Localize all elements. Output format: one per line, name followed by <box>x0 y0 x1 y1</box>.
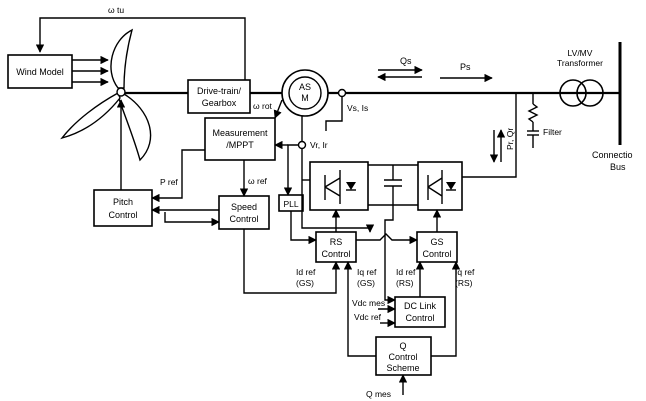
id-ref-rs-label-2: (RS) <box>396 278 414 288</box>
p-ref-label: P ref <box>160 177 178 187</box>
gs-control-label-1: GS <box>430 237 443 247</box>
pll-block: PLL <box>278 194 304 212</box>
id-ref-gs-label-1: Id ref <box>296 267 316 277</box>
q-to-gs-iq <box>431 261 461 357</box>
dc-link-capacitor <box>368 164 418 206</box>
vdc-ref-label: Vdc ref <box>354 312 382 322</box>
drivetrain-label-1: Drive-train/ <box>197 86 242 96</box>
measurement-label-2: /MPPT <box>226 140 254 150</box>
rs-to-gs-link <box>356 233 418 245</box>
pll-to-rs <box>290 211 317 245</box>
vs-is-label: Vs, Is <box>347 103 368 113</box>
wind-model-label: Wind Model <box>16 67 64 77</box>
omega-rot-to-measurement <box>273 99 283 119</box>
pitch-control-block: Pitch Control <box>93 189 153 227</box>
iq-ref-gs-label-1: Iq ref <box>357 267 377 277</box>
omega-tu-label: ω tu <box>108 5 124 15</box>
rotor-meas-to-controls <box>301 180 375 233</box>
vr-ir-label: Vr, Ir <box>310 140 328 150</box>
bus-label-2: Bus <box>610 162 626 172</box>
q-to-rs-iq <box>343 261 376 357</box>
pitch-to-speed <box>164 212 220 227</box>
p-ref-line <box>151 149 205 203</box>
filter-branch: Filter <box>527 93 562 148</box>
measurement-label-1: Measurement <box>212 128 268 138</box>
vdc-mes-label: Vdc mes <box>352 298 385 308</box>
pr-qr-label: Pr, Qr <box>505 128 515 150</box>
grid-side-line <box>462 93 517 178</box>
iq-ref-rs-label-1: Iq ref <box>455 267 475 277</box>
speed-control-label-2: Control <box>229 214 258 224</box>
q-control-scheme-block: Q Control Scheme <box>375 336 432 376</box>
dc-link-label-1: DC Link <box>404 301 437 311</box>
wind-arrows <box>72 55 109 87</box>
pitch-control-label-2: Control <box>108 210 137 220</box>
rotor-circuit <box>287 116 310 181</box>
filter-label: Filter <box>543 127 562 137</box>
pll-label: PLL <box>283 199 298 209</box>
iq-ref-gs-label-2: (GS) <box>357 278 375 288</box>
q-control-label-2: Control <box>388 352 417 362</box>
wind-model-block: Wind Model <box>7 54 73 89</box>
drivetrain-gearbox-block: Drive-train/ Gearbox <box>187 79 251 114</box>
omega-rot-label: ω rot <box>253 101 273 111</box>
speed-to-rs-line <box>243 229 341 294</box>
rs-control-label-1: RS <box>330 237 343 247</box>
bus-label-1: Connectio <box>592 150 633 160</box>
q-control-label-3: Scheme <box>386 363 419 373</box>
rotor-side-converter <box>309 161 369 211</box>
dc-link-control-block: DC Link Control <box>394 296 446 328</box>
grid-side-converter <box>417 161 463 211</box>
speed-control-label-1: Speed <box>231 202 257 212</box>
ps-label: Ps <box>460 62 471 72</box>
drivetrain-label-2: Gearbox <box>202 98 237 108</box>
asm-label-1: AS <box>299 82 311 92</box>
measurement-mppt-block: Measurement /MPPT <box>204 117 276 161</box>
rs-control-block: RS Control <box>315 231 357 263</box>
qs-label: Qs <box>400 56 412 66</box>
transformer-label-2: Transformer <box>557 58 603 68</box>
stator-line <box>328 88 620 98</box>
omega-tu-feedback: ω tu <box>35 5 246 85</box>
q-mes-label: Q mes <box>366 389 391 399</box>
pitch-control-label-1: Pitch <box>113 197 133 207</box>
vs-is-measure-line <box>325 97 343 131</box>
transformer-label-1: LV/MV <box>568 48 593 58</box>
rs-control-label-2: Control <box>321 249 350 259</box>
id-ref-gs-label-2: (GS) <box>296 278 314 288</box>
lv-mv-transformer: LV/MV Transformer <box>557 48 604 107</box>
stator-power-arrows: Qs Ps <box>377 56 493 83</box>
gs-control-label-2: Control <box>422 249 451 259</box>
q-control-label-1: Q <box>399 341 406 351</box>
omega-ref-label: ω ref <box>248 176 268 186</box>
iq-ref-rs-label-2: (RS) <box>455 278 473 288</box>
speed-control-block: Speed Control <box>218 195 270 230</box>
wind-turbine-icon <box>60 28 152 162</box>
gs-control-block: GS Control <box>416 231 458 263</box>
id-ref-rs-label-1: Id ref <box>396 267 416 277</box>
asm-label-2: M <box>301 93 309 103</box>
asm-generator: AS M <box>281 69 329 117</box>
dc-link-label-2: Control <box>405 313 434 323</box>
rotor-power-arrows: Pr, Qr <box>489 128 515 163</box>
dc-voltage-feedback <box>384 205 396 305</box>
